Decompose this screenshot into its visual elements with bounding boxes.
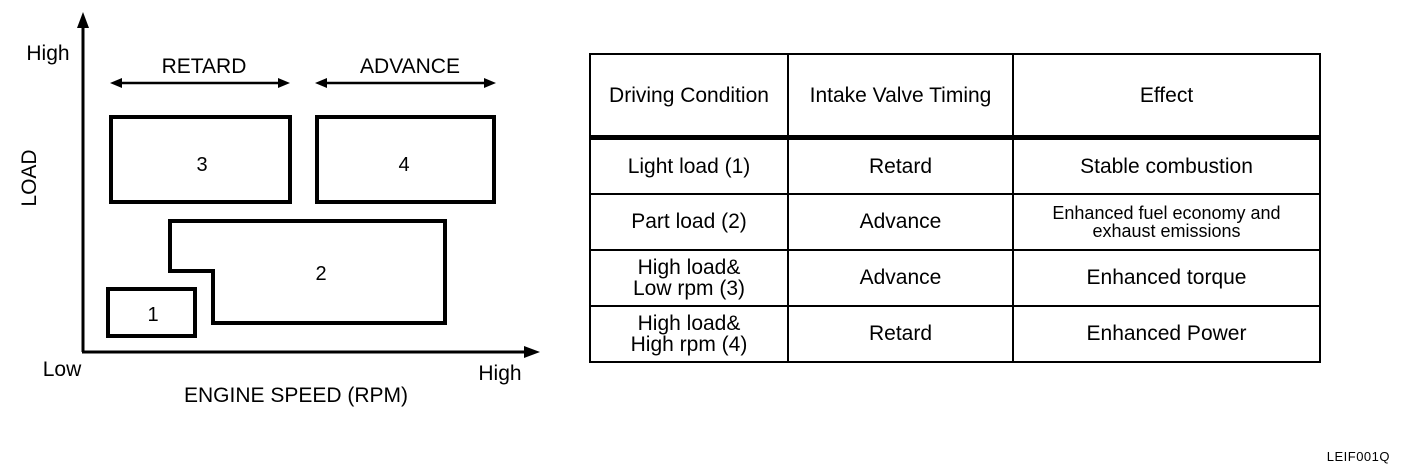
timing-cell: Advance — [787, 248, 1014, 307]
region-3-label: 3 — [196, 154, 207, 176]
header-intake-valve-timing: Intake Valve Timing — [787, 53, 1014, 139]
region-4-label: 4 — [398, 154, 409, 176]
retard-label: RETARD — [162, 55, 247, 78]
advance-label: ADVANCE — [360, 55, 460, 78]
timing-cell: Advance — [787, 192, 1014, 251]
condition-cell: Part load (2) — [589, 192, 789, 251]
condition-text-line1: High load& — [637, 311, 741, 335]
effect-text-line1: Enhanced fuel economy and — [1052, 202, 1281, 223]
region-1-label: 1 — [147, 304, 158, 326]
effect-cell: Enhanced torque — [1012, 248, 1321, 307]
advance-arrow-left — [315, 78, 327, 88]
region-2-box — [168, 219, 447, 325]
region-4-box — [315, 115, 496, 204]
condition-text: Light load (1) — [627, 154, 751, 178]
y-axis-high-label: High — [26, 42, 69, 65]
retard-arrow-right — [278, 78, 290, 88]
effect-cell: Enhanced fuel economy and exhaust emissi… — [1012, 192, 1321, 251]
y-axis-arrowhead — [77, 12, 89, 28]
region-3-box — [109, 115, 292, 204]
x-axis-high-label: High — [478, 362, 521, 385]
effect-text: Stable combustion — [1080, 154, 1253, 178]
condition-text: Part load (2) — [631, 210, 747, 233]
header-effect: Effect — [1012, 53, 1321, 139]
x-axis-arrowhead — [524, 346, 540, 358]
table-row: Part load (2) Advance Enhanced fuel econ… — [589, 192, 1321, 251]
table-header-row: Driving Condition Intake Valve Timing Ef… — [589, 53, 1321, 139]
advance-arrow-right — [484, 78, 496, 88]
header-driving-condition: Driving Condition — [589, 53, 789, 139]
figure-code: LEIF001Q — [1326, 449, 1390, 464]
table-row: High load& High rpm (4) Retard Enhanced … — [589, 304, 1321, 363]
effect-text-line2: exhaust emissions — [1092, 220, 1241, 241]
table-row: High load& Low rpm (3) Advance Enhanced … — [589, 248, 1321, 307]
x-axis-title: ENGINE SPEED (RPM) — [184, 384, 408, 407]
region-1-box — [106, 287, 197, 338]
y-axis-low-label: Low — [43, 358, 82, 381]
valve-timing-table: Driving Condition Intake Valve Timing Ef… — [589, 53, 1321, 363]
condition-cell: Light load (1) — [589, 136, 789, 195]
timing-cell: Retard — [787, 304, 1014, 363]
condition-cell: High load& Low rpm (3) — [589, 248, 789, 307]
effect-cell: Stable combustion — [1012, 136, 1321, 195]
condition-text-line1: High load& — [637, 255, 741, 279]
y-axis-title: LOAD — [18, 149, 41, 206]
effect-cell: Enhanced Power — [1012, 304, 1321, 363]
retard-arrow-left — [110, 78, 122, 88]
timing-cell: Retard — [787, 136, 1014, 195]
region-2-label: 2 — [315, 263, 326, 285]
condition-cell: High load& High rpm (4) — [589, 304, 789, 363]
condition-text-line2: Low rpm (3) — [632, 276, 746, 300]
condition-text-line2: High rpm (4) — [630, 332, 748, 356]
effect-text: Enhanced torque — [1086, 266, 1247, 289]
load-speed-diagram: High Low High ENGINE SPEED (RPM) LOAD RE… — [18, 12, 540, 407]
table-row: Light load (1) Retard Stable combustion — [589, 136, 1321, 195]
effect-text: Enhanced Power — [1086, 322, 1247, 345]
